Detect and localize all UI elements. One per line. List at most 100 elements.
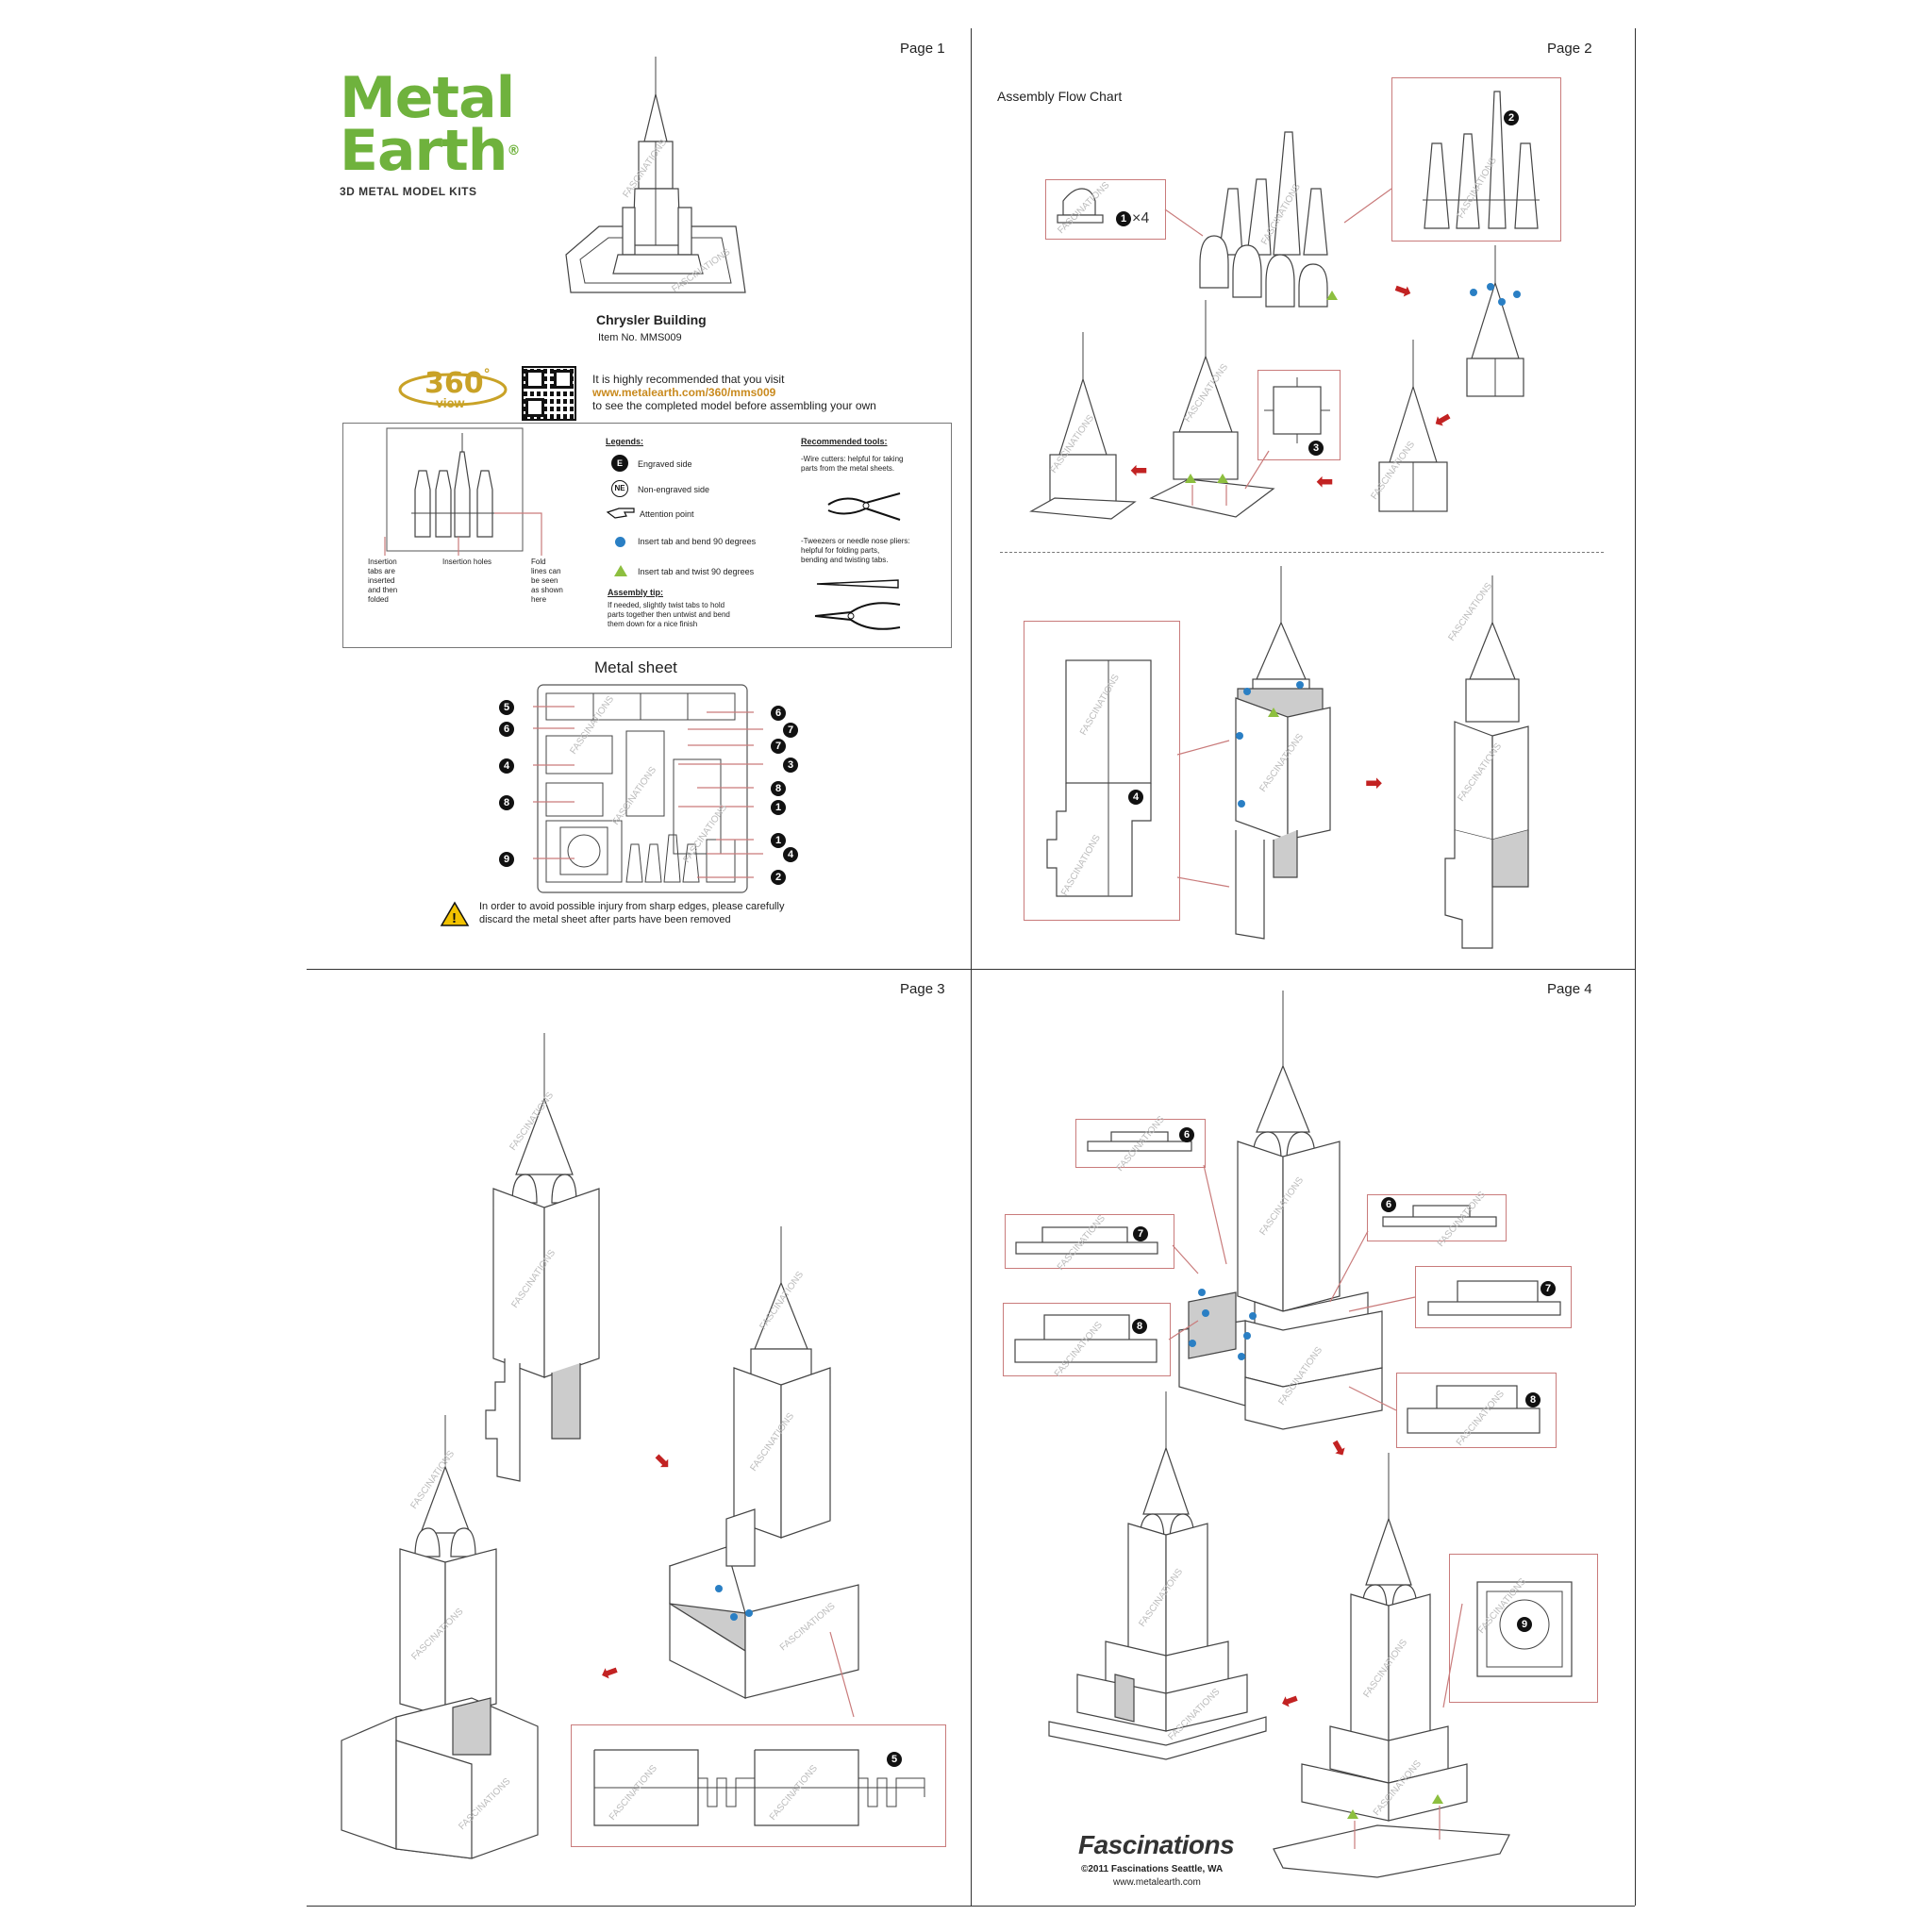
logo-line-metal: Metal: [340, 65, 515, 131]
page4-top-assembly: FASCINATIONS FASCINATIONS: [1178, 991, 1383, 1430]
attention-hand-icon: [606, 508, 635, 519]
blue-dot-icon: [615, 537, 625, 547]
tweezers-icon: [816, 579, 899, 589]
step6a-callout: [1075, 1119, 1206, 1168]
legend-insertion-diagram: [384, 427, 542, 556]
step3-part-drawing: [1264, 377, 1330, 443]
metal-sheet-diagram: FASCINATIONS FASCINATIONS FASCINATIONS: [533, 684, 763, 893]
dashed-separator: [1000, 552, 1604, 553]
footer-url-link[interactable]: www.metalearth.com: [1113, 1877, 1201, 1888]
metal-sheet-title: Metal sheet: [594, 658, 677, 676]
flow-arrow: ➡: [597, 1658, 623, 1688]
step3-complete-drawing: FASCINATIONS: [1029, 332, 1137, 520]
step8b-part-drawing: FASCINATIONS: [1407, 1385, 1541, 1448]
step8a-callout: [1003, 1303, 1171, 1376]
step3-assembly-drawing: FASCINATIONS: [1149, 300, 1275, 518]
bottom-border: [307, 1906, 1635, 1907]
step4-callout: [1024, 621, 1180, 921]
step3-number: 3: [1308, 441, 1324, 456]
step8b-number: 8: [1525, 1392, 1541, 1407]
vertical-divider: [971, 28, 972, 1906]
page4-lower-left-assembly: FASCINATIONS FASCINATIONS: [1048, 1391, 1267, 1760]
sheet-right-number: 8: [771, 781, 786, 796]
right-border: [1635, 28, 1636, 1906]
view360-number: 360: [425, 367, 484, 400]
page-label-1: Page 1: [900, 41, 945, 57]
step2-bent-drawing: [1466, 245, 1524, 397]
step9-connector: [1442, 1603, 1463, 1708]
visit-text: It is highly recommended that you visit …: [592, 373, 876, 412]
step4-complete-drawing: FASCINATIONS FASCINATIONS: [1444, 575, 1529, 949]
non-engraved-icon: NE: [611, 480, 628, 497]
sheet-right-number: 2: [771, 870, 786, 885]
page-label-4: Page 4: [1547, 981, 1592, 997]
step4-assembly-drawing: FASCINATIONS: [1235, 566, 1331, 940]
times-four-label: ×4: [1132, 210, 1150, 226]
visit-url-link[interactable]: www.metalearth.com/360/mms009: [592, 386, 776, 399]
step9-callout: [1449, 1554, 1598, 1703]
legend-engraved: Engraved side: [638, 459, 692, 469]
assembly-tip-title: Assembly tip:: [608, 588, 664, 597]
step7a-callout: [1005, 1214, 1174, 1269]
legend-non-engraved: Non-engraved side: [638, 485, 710, 494]
warning-text: In order to avoid possible injury from s…: [479, 901, 785, 925]
step6a-number: 6: [1179, 1127, 1194, 1142]
visit-line1: It is highly recommended that you visit: [592, 373, 785, 386]
sheet-left-number: 8: [499, 795, 514, 810]
step5-part-drawing: FASCINATIONS FASCINATIONS: [593, 1749, 925, 1826]
step2-connector: [1343, 188, 1392, 224]
sheet-left-number: 5: [499, 700, 514, 715]
page4-callout-connectors: [1168, 1164, 1416, 1411]
page-label-3: Page 3: [900, 981, 945, 997]
step1-number: 1: [1116, 211, 1131, 226]
svg-text:!: !: [452, 910, 457, 926]
legend-attention: Attention point: [640, 509, 694, 519]
page-label-2: Page 2: [1547, 41, 1592, 57]
step9-number: 9: [1517, 1617, 1532, 1632]
sheet-right-number: 3: [783, 758, 798, 773]
sheet-left-number: 6: [499, 722, 514, 737]
step3-result-drawing: FASCINATIONS: [1369, 340, 1448, 512]
sheet-right-number: 7: [783, 723, 798, 738]
step-connector-lines: [1164, 208, 1204, 237]
step4-connector: [1176, 740, 1230, 888]
step6b-callout: [1367, 1194, 1507, 1241]
sheet-left-number: 9: [499, 852, 514, 867]
step7b-part-drawing: [1427, 1280, 1561, 1316]
logo-line-earth: Earth®: [340, 118, 520, 184]
qr-code[interactable]: [522, 366, 576, 421]
tools-title: Recommended tools:: [801, 437, 888, 446]
warning-icon: !: [440, 901, 470, 926]
logo-tagline: 3D METAL MODEL KITS: [340, 185, 477, 198]
metal-earth-logo: Metal Earth® 3D METAL MODEL KITS: [340, 65, 520, 198]
step2-part-drawing: FASCINATIONS: [1423, 91, 1540, 229]
legend-green-triangle: Insert tab and twist 90 degrees: [638, 567, 755, 576]
sheet-right-number: 4: [783, 847, 798, 862]
item-number: Item No. MMS009: [598, 332, 682, 343]
view360-label: view: [436, 395, 465, 410]
step2-callout: [1391, 77, 1561, 242]
cover-building-illustration: FASCINATIONS FASCINATIONS: [565, 57, 746, 294]
step7a-part-drawing: FASCINATIONS: [1015, 1213, 1158, 1273]
legend-blue-dot: Insert tab and bend 90 degrees: [638, 537, 757, 546]
view360-badge[interactable]: 360° view: [396, 363, 509, 412]
step4-part-drawing: FASCINATIONS FASCINATIONS: [1046, 659, 1152, 898]
label-insertion-holes: Insertion holes: [442, 558, 492, 566]
step5-number: 5: [887, 1752, 902, 1767]
step8b-callout: [1396, 1373, 1557, 1448]
step7b-callout: [1415, 1266, 1572, 1328]
step8a-number: 8: [1132, 1319, 1147, 1334]
step2-assembly-drawing: FASCINATIONS: [1199, 131, 1338, 308]
sheet-right-number: 7: [771, 739, 786, 754]
flow-arrow: ➡: [1391, 275, 1416, 305]
page3-upper-assembly: FASCINATIONS FASCINATIONS: [485, 1033, 600, 1482]
step7a-number: 7: [1133, 1226, 1148, 1241]
visit-line3: to see the completed model before assemb…: [592, 399, 876, 412]
sheet-right-number: 6: [771, 706, 786, 721]
flow-arrow: ➡: [1316, 471, 1334, 494]
footer-copyright: ©2011 Fascinations Seattle, WA: [1081, 1864, 1224, 1874]
